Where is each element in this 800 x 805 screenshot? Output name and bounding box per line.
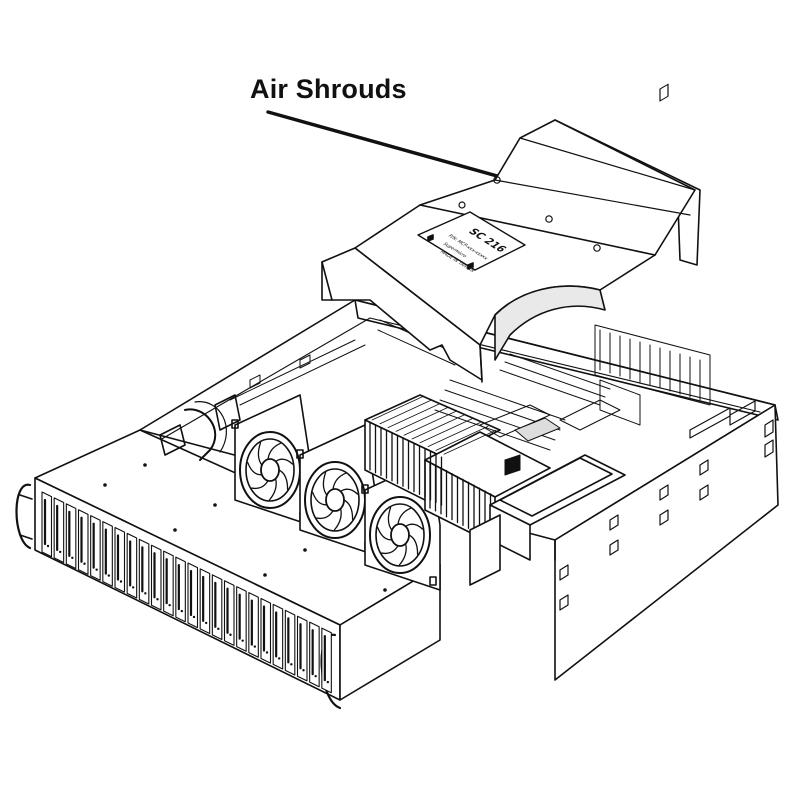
riser-bracket: [469, 454, 626, 586]
drive-slot: [150, 544, 162, 611]
cpu-heatsink: [364, 394, 551, 546]
drive-slot: [102, 521, 113, 587]
callout-leader-line: [266, 110, 517, 183]
drive-slot: [321, 627, 332, 694]
fan-unit: [231, 394, 311, 526]
drive-slot: [248, 592, 259, 658]
air-shroud: SC 216 P/N: MCP-xxx-xxxxx Supermicro MAD…: [321, 119, 701, 383]
drive-slot: [199, 568, 211, 635]
drive-slot: [77, 509, 89, 575]
drive-slot: [272, 603, 284, 670]
drive-slot: [296, 615, 308, 682]
drive-slot: [90, 515, 101, 581]
cooling-fans: [231, 394, 441, 591]
drive-slot: [163, 550, 174, 617]
drive-slot: [126, 532, 138, 599]
drive-slot: [260, 597, 272, 664]
drive-bay: [15, 429, 441, 710]
drive-slot: [284, 609, 296, 676]
drive-slot: [114, 526, 126, 593]
drive-slot: [187, 562, 199, 629]
drive-slot: [236, 586, 247, 652]
drive-slot: [65, 503, 77, 569]
drive-slot: [309, 621, 320, 688]
drive-slot: [223, 580, 235, 646]
shroud-label-plate: [417, 211, 526, 271]
drive-slot: [175, 556, 186, 623]
drive-slot: [41, 491, 53, 558]
drive-slot: [53, 497, 65, 564]
callout-label-air-shrouds: Air Shrouds: [250, 74, 407, 104]
cable-channel: [159, 394, 241, 461]
drive-slot: [211, 574, 223, 640]
drive-slot: [138, 538, 150, 605]
motherboard: [229, 319, 641, 476]
fan-unit: [296, 424, 376, 556]
